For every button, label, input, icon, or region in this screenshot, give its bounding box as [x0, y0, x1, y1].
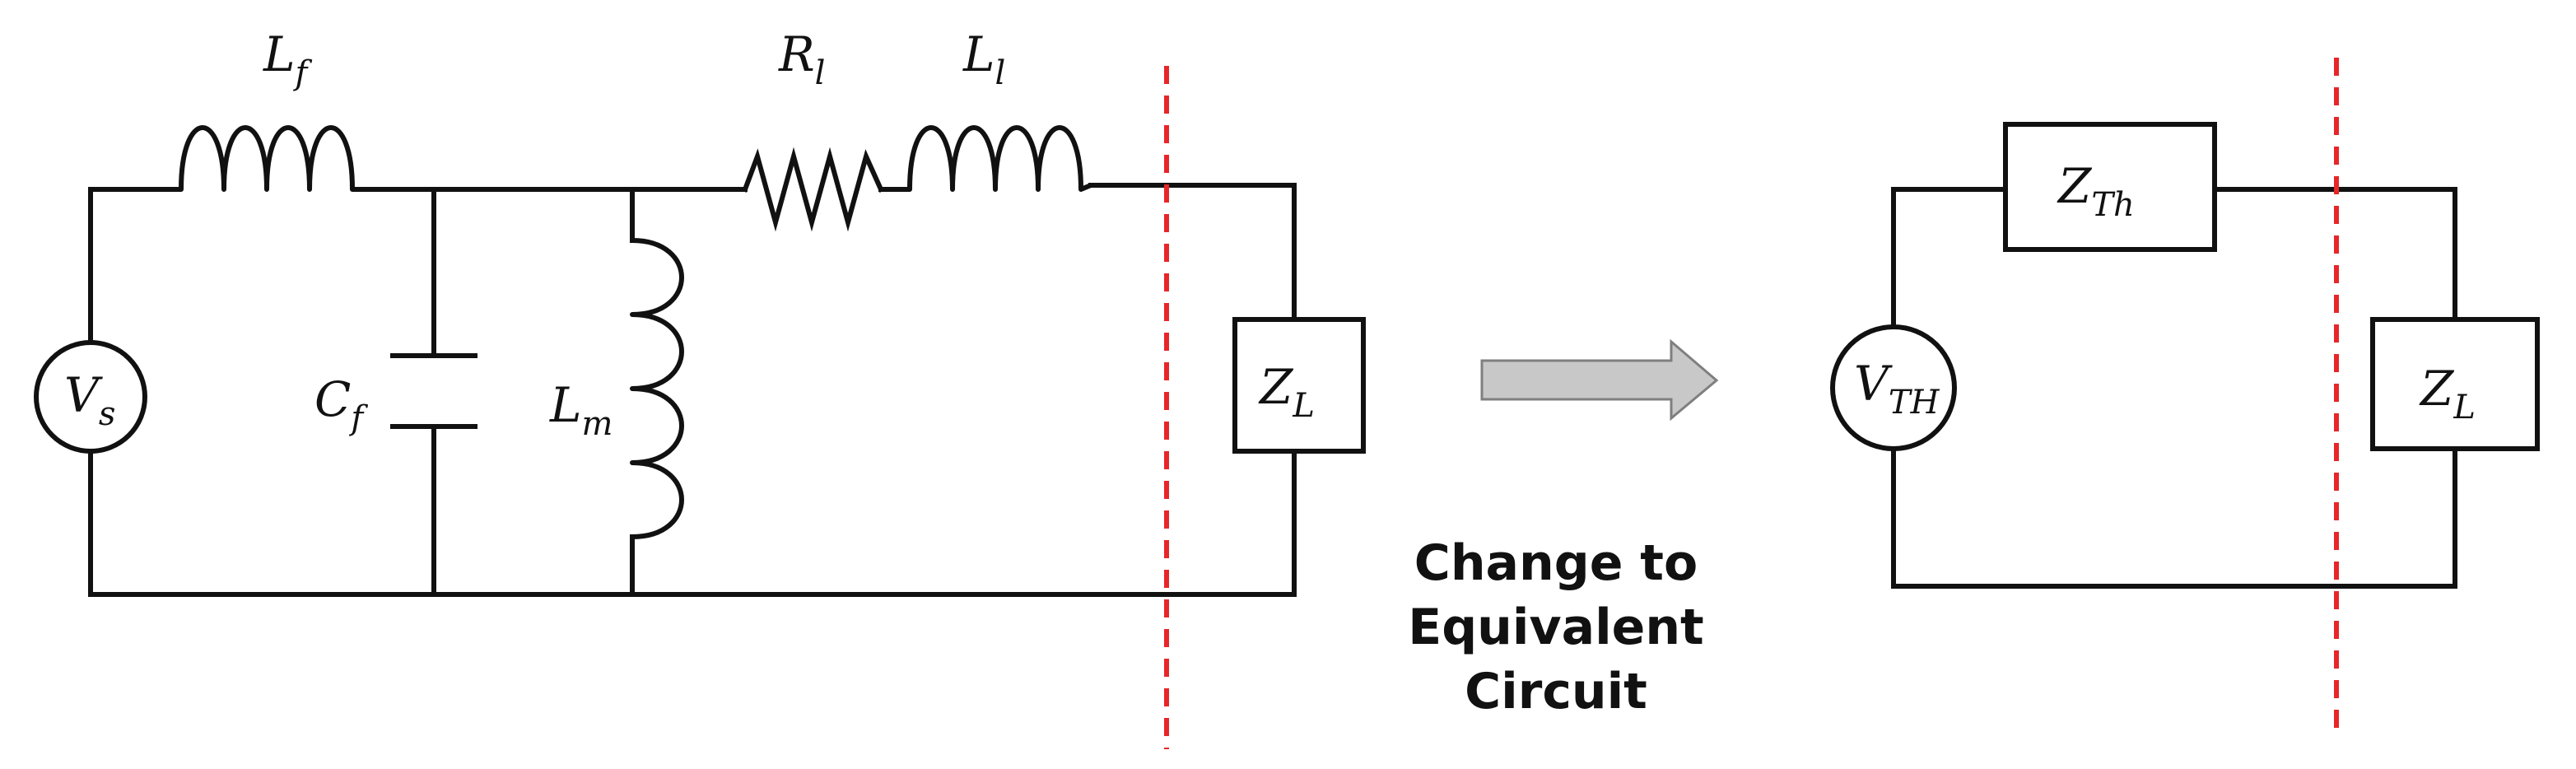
magnetizing-inductor-coil: [630, 238, 684, 539]
transition: [1480, 338, 1719, 422]
line-resistor-label: Rl: [778, 26, 825, 92]
shunt-capacitor-label: Cf: [314, 371, 368, 437]
load-impedance-box: [1232, 317, 1366, 454]
thevenin-source: [1830, 324, 1957, 451]
original-circuit: Vs Lf Cf Lm Rl Ll ZL: [34, 26, 1366, 749]
left-bottom-wire: [88, 449, 1297, 597]
eq-load-impedance-label: ZL: [2419, 361, 2476, 426]
right-top-wire: [1088, 183, 1297, 322]
eq-right-top-wire: [2212, 187, 2457, 322]
thevenin-source-label: VTH: [1854, 356, 1940, 422]
equivalent-circuit: VTH ZTh ZL: [1830, 58, 2540, 729]
eq-load-impedance-box: [2370, 317, 2540, 451]
magnetizing-inductor-label: Lm: [549, 377, 613, 443]
eq-bottom-wire: [1891, 446, 2457, 589]
series-inductor-coil: [166, 125, 365, 192]
thevenin-impedance-box: [2003, 122, 2217, 252]
thevenin-impedance-label: ZTh: [2057, 158, 2135, 224]
eq-left-top-wire: [1891, 187, 2008, 329]
right-arrow-icon: [1480, 338, 1719, 422]
left-wire: [88, 187, 171, 344]
transition-caption: Change to Equivalent Circuit: [1408, 534, 1704, 720]
load-impedance-label: ZL: [1258, 359, 1315, 425]
line-inductor-label: Ll: [962, 26, 1005, 92]
series-inductor-label: Lf: [263, 26, 313, 92]
line-resistor-zigzag: [742, 147, 884, 232]
line-inductor-coil: [899, 125, 1093, 192]
voltage-source: [34, 340, 147, 454]
voltage-source-label: Vs: [64, 367, 115, 433]
